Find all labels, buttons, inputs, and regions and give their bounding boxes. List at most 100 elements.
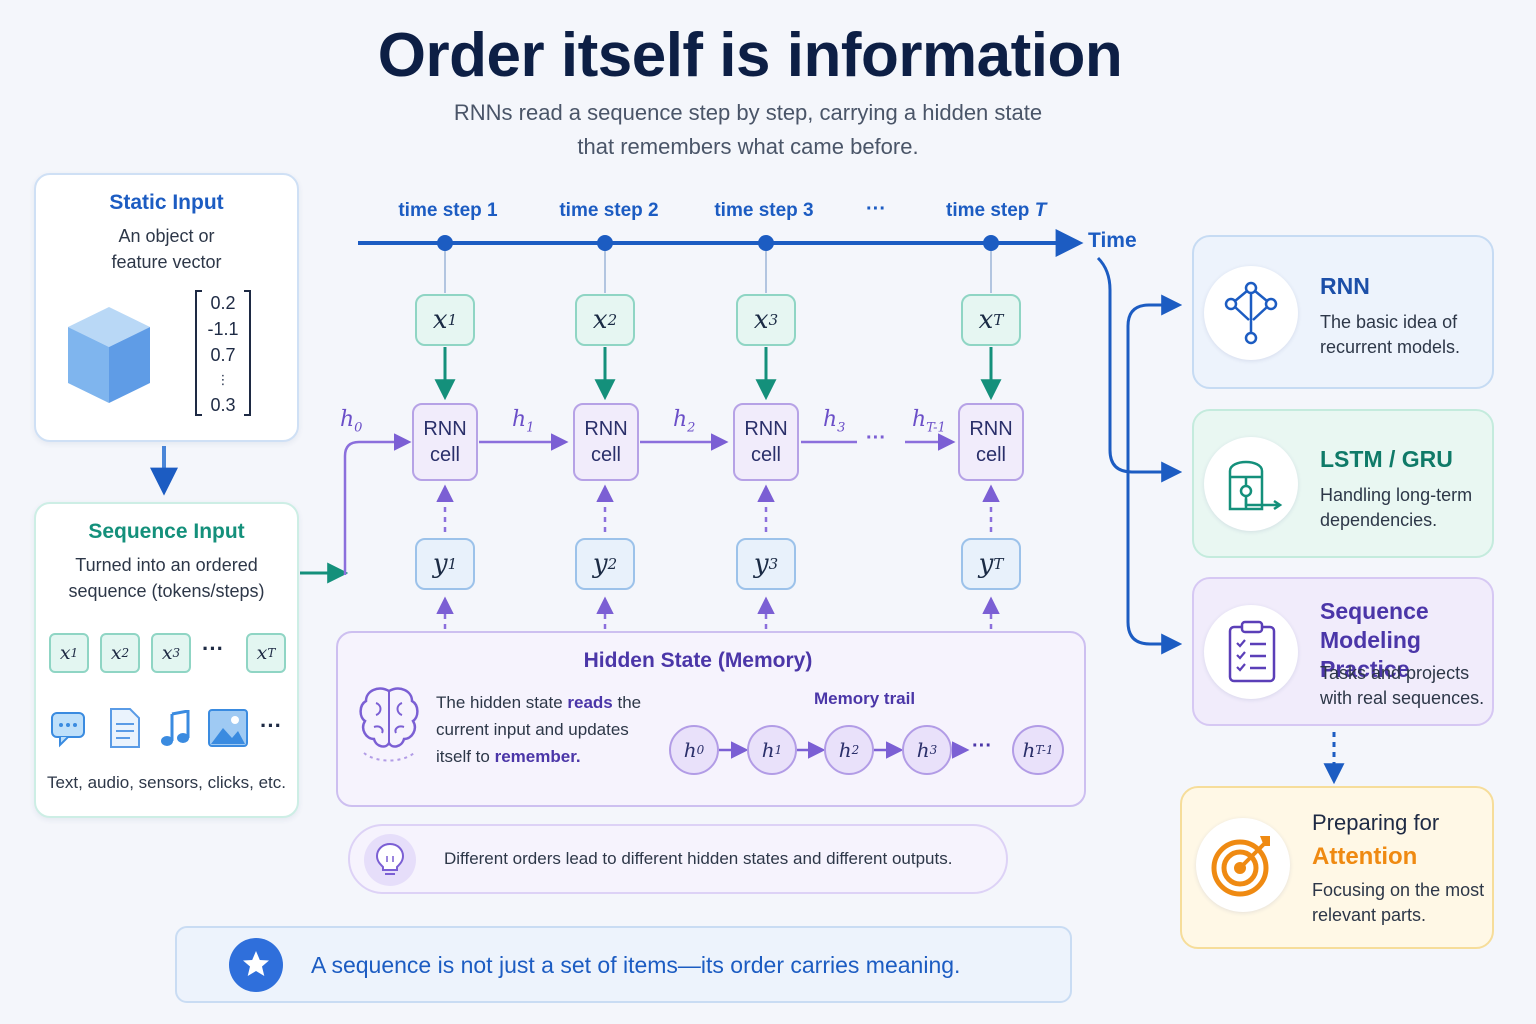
desc-line-2: current input and updates (436, 720, 629, 739)
sequence-input-text: Turned into an ordered sequence (tokens/… (36, 552, 297, 604)
rnn-cell-label: cell (975, 444, 1006, 466)
h-sub: T-1 (926, 420, 946, 436)
cube-icon (68, 307, 150, 403)
static-input-text-1: An object or (118, 226, 215, 246)
rnn-icon-bg (1204, 266, 1298, 360)
rnn-cell-label: RNN (423, 418, 467, 440)
token-letter: x (256, 642, 268, 664)
lstm-card-line: Handling long-term (1320, 485, 1473, 505)
document-icon (110, 708, 140, 748)
lstm-gate-icon (1228, 460, 1283, 511)
practice-title-line: Modeling Practice (1320, 627, 1421, 682)
hidden-state-card: Hidden State (Memory) The hidden state r… (336, 631, 1086, 807)
star-icon-bg (229, 938, 283, 992)
h-sub: T-1 (1035, 743, 1054, 757)
vector-value: 0.7 (210, 345, 236, 365)
memory-trail-dots: ··· (972, 735, 992, 757)
time-axis-label: Time (1088, 229, 1137, 252)
vector-value: 0.3 (210, 395, 236, 415)
subtitle-line-1: RNNs read a sequence step by step, carry… (453, 100, 1043, 125)
lightbulb-icon (375, 842, 405, 875)
rnn-card-line: The basic idea of (1320, 312, 1458, 332)
rnn-card-title: RNN (1320, 273, 1370, 299)
sequence-input-text-2: sequence (tokens/steps) (68, 581, 265, 601)
attention-card-title: Attention (1312, 843, 1418, 870)
x-sub: 2 (607, 311, 618, 329)
hidden-state-title: Hidden State (Memory) (583, 649, 813, 672)
page-subtitle: RNNs read a sequence step by step, carry… (0, 96, 1496, 164)
memory-trail-arrows (719, 741, 970, 759)
sequence-caption: Text, audio, sensors, clicks, etc. (46, 773, 287, 792)
time-branch-trunk (1096, 256, 1183, 483)
memory-trail-label: Memory trail (814, 689, 916, 708)
timeline-dot-3 (758, 235, 774, 251)
practice-card-title: Sequence Modeling Practice (1320, 597, 1492, 684)
desc-text: The hidden state (436, 693, 568, 712)
feature-vector: 0.2 -1.1 0.7 ⋮ 0.3 (194, 289, 252, 417)
desc-text: the (612, 693, 642, 712)
h0-label: h0 (340, 407, 363, 436)
rnn-card-line: recurrent models. (1320, 337, 1461, 357)
time-step-3-label: time step 3 (714, 200, 814, 221)
hidden-state-description: The hidden state reads the current input… (436, 689, 666, 770)
order-note: Different orders lead to different hidde… (348, 824, 1008, 894)
vector-values: 0.2 -1.1 0.7 ⋮ 0.3 (194, 290, 252, 418)
x-sub: T (993, 311, 1004, 329)
token-dots: ··· (202, 636, 224, 661)
rnn-card: RNN The basic idea of recurrent models. (1192, 235, 1494, 389)
h-sub: 0 (354, 420, 363, 436)
attention-card-line: relevant parts. (1312, 905, 1427, 925)
static-input-text: An object or feature vector (36, 223, 297, 275)
token-letter: x (110, 642, 122, 664)
vector-value: -1.1 (207, 319, 239, 339)
timeline-dots: ··· (866, 198, 886, 220)
y-sub: 1 (447, 555, 458, 573)
rnn-cell-label: RNN (969, 418, 1013, 440)
time-step-2-label: time step 2 (559, 200, 659, 221)
attention-card-line: Focusing on the most (1312, 880, 1485, 900)
practice-card-line: Tasks and projects (1320, 663, 1470, 683)
y-sub: 3 (768, 555, 779, 573)
lstm-icon-bg (1204, 437, 1298, 531)
media-dots: ··· (260, 713, 282, 738)
lstm-card-line: dependencies. (1320, 510, 1438, 530)
target-icon (1211, 836, 1270, 897)
desc-line-1: The hidden state reads the (436, 689, 666, 716)
brain-icon (359, 687, 419, 762)
image-icon (208, 709, 248, 747)
h-sub: 1 (774, 743, 783, 757)
sequence-input-card: Sequence Input Turned into an ordered se… (34, 502, 299, 818)
token-letter: x (161, 642, 173, 664)
token-sub: 3 (172, 646, 181, 660)
time-branch-practice (1126, 520, 1183, 655)
x-sub: 1 (447, 311, 458, 329)
h-sub: 3 (929, 743, 938, 757)
desc-text: itself to (436, 747, 495, 766)
attention-icon-bg (1196, 818, 1290, 912)
desc-reads: reads (567, 693, 613, 712)
attention-card-pre: Preparing for (1312, 810, 1440, 835)
x-sub: 3 (768, 311, 779, 329)
desc-remember: remember. (494, 747, 581, 766)
h-dots: ··· (866, 427, 886, 449)
h2-label: h2 (673, 407, 696, 436)
y-sub: T (993, 555, 1004, 573)
hT-1-label: hT-1 (912, 407, 946, 436)
practice-icon-bg (1204, 605, 1298, 699)
token-sub: T (267, 646, 276, 660)
h-sub: 3 (837, 420, 846, 436)
